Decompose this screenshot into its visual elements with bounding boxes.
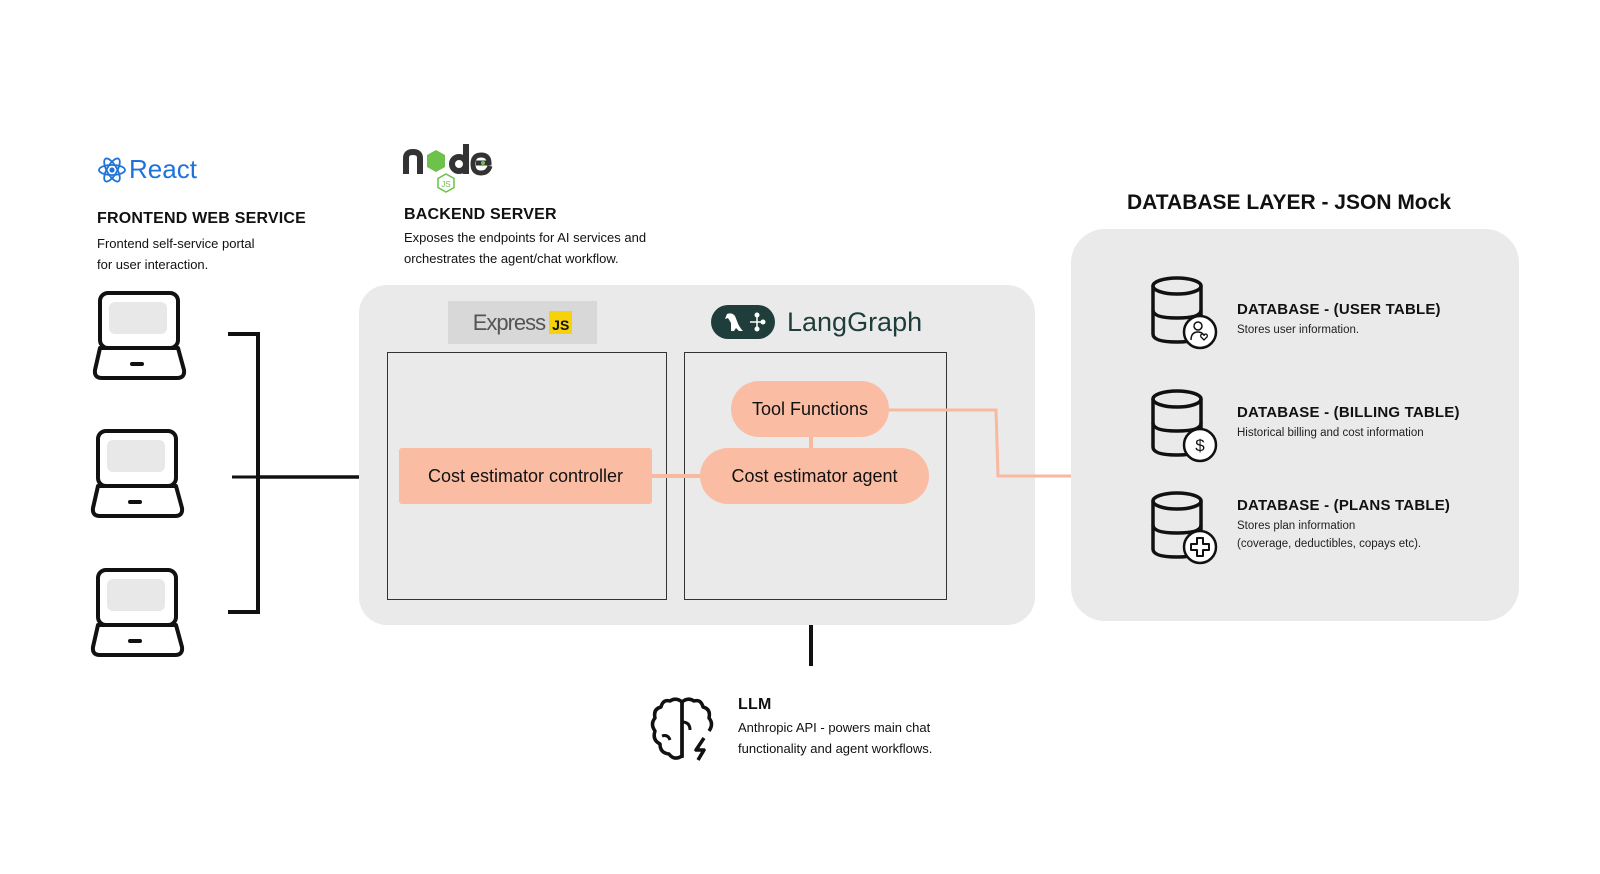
laptop-icon <box>90 429 185 518</box>
database-panel <box>1071 229 1519 621</box>
tools-to-database-line <box>886 408 1093 478</box>
database-plans-icon <box>1151 491 1218 565</box>
user-heart-icon <box>1190 321 1208 341</box>
database-table-desc: Stores user information. <box>1237 324 1360 336</box>
tool-functions-node[interactable]: Tool Functions <box>731 381 889 437</box>
laptop-icon <box>92 291 187 380</box>
database-table-desc: Stores plan information <box>1237 520 1356 532</box>
nodejs-icon: JS <box>403 144 493 193</box>
database-user-icon <box>1151 276 1218 350</box>
database-billing-icon: $ <box>1151 389 1218 463</box>
langgraph-pill-icon <box>711 305 775 339</box>
database-table-title: DATABASE - (PLANS TABLE) <box>1237 497 1451 514</box>
database-table-item: DATABASE - (BILLING TABLE) Historical bi… <box>1237 404 1460 442</box>
laptop-icon <box>90 568 185 657</box>
frontend-bracket <box>228 332 260 614</box>
database-table-desc: Historical billing and cost information <box>1237 427 1424 439</box>
plus-icon <box>1190 537 1210 557</box>
svg-text:JS: JS <box>441 180 450 189</box>
cost-estimator-controller-node[interactable]: Cost estimator controller <box>399 448 652 504</box>
cost-estimator-agent-node[interactable]: Cost estimator agent <box>700 448 929 504</box>
express-logo: Express JS <box>448 301 597 344</box>
react-logo-text: React <box>129 154 197 184</box>
nodejs-logo: JS <box>403 140 494 196</box>
llm-description: Anthropic API - powers main chat functio… <box>738 720 933 756</box>
database-table-title: DATABASE - (BILLING TABLE) <box>1237 404 1460 421</box>
database-table-desc: (coverage, deductibles, copays etc). <box>1237 538 1422 550</box>
llm-title: LLM <box>738 696 772 713</box>
backend-description: Exposes the endpoints for AI services an… <box>404 230 647 266</box>
frontend-description: Frontend self-service portal for user in… <box>97 236 255 272</box>
frontend-title: FRONTEND WEB SERVICE <box>97 210 307 227</box>
express-logo-text: Express <box>472 309 546 335</box>
parrot-graph-icon <box>725 312 766 332</box>
database-table-title: DATABASE - (USER TABLE) <box>1237 301 1441 318</box>
dollar-icon: $ <box>1195 436 1205 455</box>
backend-title: BACKEND SERVER <box>404 206 557 223</box>
react-logo: React <box>97 154 197 185</box>
database-layer-title: DATABASE LAYER - JSON Mock <box>1127 191 1451 214</box>
react-atom-icon <box>98 157 126 182</box>
langgraph-logo: LangGraph <box>711 305 922 339</box>
database-table-item: DATABASE - (PLANS TABLE) Stores plan inf… <box>1237 497 1450 553</box>
langgraph-logo-text: LangGraph <box>787 306 923 337</box>
brain-lightning-icon <box>650 697 714 761</box>
js-badge: JS <box>549 311 573 334</box>
database-table-item: DATABASE - (USER TABLE) Stores user info… <box>1237 301 1441 339</box>
